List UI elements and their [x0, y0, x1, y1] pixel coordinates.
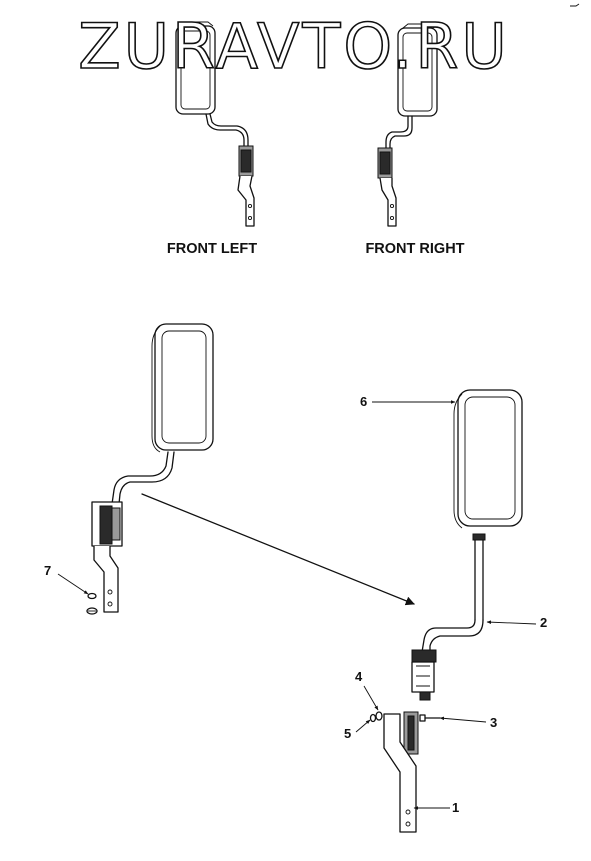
callout-5: 5 [344, 719, 371, 741]
svg-text:6: 6 [360, 394, 367, 409]
svg-text:3: 3 [490, 715, 497, 730]
exploded-mirror [369, 389, 523, 833]
front-left-caption: FRONT LEFT [167, 241, 257, 257]
callout-3: 3 [439, 715, 497, 730]
callout-7: 7 [44, 563, 89, 595]
watermark-text: ZURAVTO.RU [78, 10, 510, 83]
front-right-mirror-view [377, 23, 438, 227]
front-left-mirror-view [175, 21, 255, 227]
svg-text:2: 2 [540, 615, 547, 630]
corner-mark [570, 3, 580, 7]
front-right-caption: FRONT RIGHT [365, 241, 464, 257]
svg-text:4: 4 [355, 669, 363, 684]
callout-4: 4 [355, 669, 379, 711]
svg-text:1: 1 [452, 800, 459, 815]
callout-2: 2 [486, 615, 547, 630]
callout-1: 1 [413, 800, 459, 815]
callout-6: 6 [360, 394, 456, 409]
assembled-mirror [86, 323, 214, 615]
svg-text:5: 5 [344, 726, 351, 741]
svg-text:7: 7 [44, 563, 51, 578]
assembly-direction-arrow [141, 493, 415, 606]
